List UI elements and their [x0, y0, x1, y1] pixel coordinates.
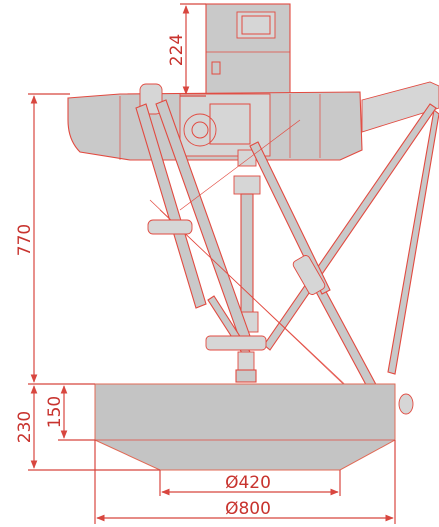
- dimension-label-800: Ø800: [225, 499, 271, 519]
- dimension-base-top-height: 150: [45, 385, 95, 441]
- dimension-label-770: 770: [15, 224, 35, 256]
- central-shaft: [233, 149, 261, 333]
- dimension-robot-height: 770: [15, 93, 95, 385]
- dimension-label-420: Ø420: [225, 473, 271, 493]
- dimension-motor-height: 224: [167, 3, 206, 97]
- dimension-label-150: 150: [45, 396, 65, 428]
- dimension-base-height: 230: [15, 385, 160, 471]
- dimension-label-230: 230: [15, 411, 35, 443]
- dimension-label-224: 224: [167, 34, 187, 66]
- motor-housing: [205, 3, 291, 97]
- dimension-outer-diameter: Ø800: [94, 440, 396, 524]
- dimension-inner-diameter: Ø420: [159, 470, 341, 496]
- base-pedestal: [94, 383, 396, 471]
- delta-robot: [67, 3, 439, 471]
- dimensions: 224 770 230 150 Ø420: [15, 3, 396, 524]
